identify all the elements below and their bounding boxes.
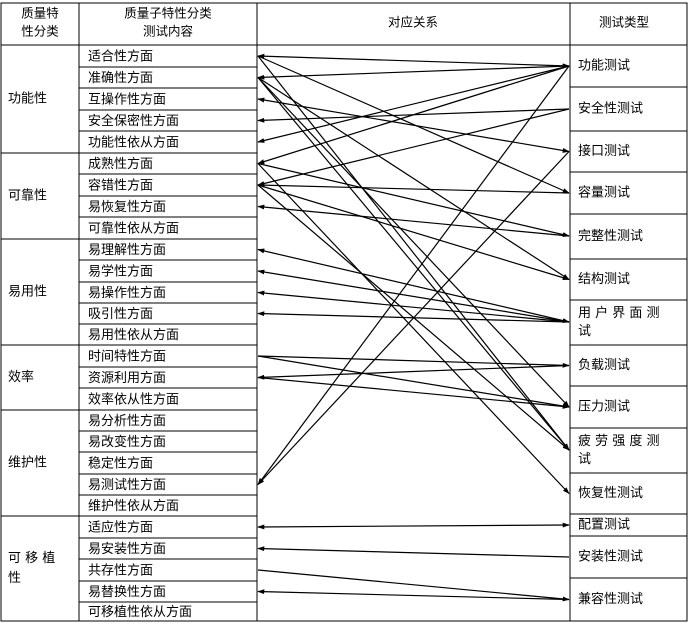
relation-arrow bbox=[257, 522, 570, 530]
relation-arrow bbox=[257, 248, 570, 323]
test-type-label: 压力测试 bbox=[578, 400, 630, 415]
category-label: 可 移 植 bbox=[8, 551, 55, 566]
subitem-label: 维护性依从方面 bbox=[88, 498, 179, 514]
category-label: 效率 bbox=[8, 369, 34, 385]
subitem-label: 功能性依从方面 bbox=[88, 135, 179, 151]
test-type-label: 配置测试 bbox=[578, 518, 630, 533]
test-type-label: 试 bbox=[578, 452, 591, 467]
subitem-label: 效率依从性方面 bbox=[88, 392, 179, 408]
subitem-label: 易用性依从方面 bbox=[88, 327, 179, 343]
subitem-column: 适合性方面准确性方面互操作性方面安全保密性方面功能性依从方面成熟性方面容错性方面… bbox=[88, 49, 192, 621]
subitem-label: 可移植性依从方面 bbox=[88, 604, 192, 620]
table-header: 质量特 性分类 质量子特性分类 测试内容 对应关系 测试类型 bbox=[21, 6, 649, 39]
header-col2-line1: 质量子特性分类 bbox=[124, 6, 212, 21]
relation-arrow bbox=[257, 364, 570, 380]
header-col2-line2: 测试内容 bbox=[143, 24, 193, 39]
subitem-label: 成熟性方面 bbox=[88, 156, 153, 172]
subitem-label: 易理解性方面 bbox=[88, 242, 166, 258]
test-type-label: 安全性测试 bbox=[578, 101, 643, 117]
category-label: 维护性 bbox=[8, 456, 47, 471]
subitem-label: 易测试性方面 bbox=[88, 477, 166, 493]
subitem-label: 互操作性方面 bbox=[88, 92, 166, 108]
test-type-label: 试 bbox=[578, 324, 591, 339]
relation-arrow bbox=[257, 546, 570, 558]
header-col4: 测试类型 bbox=[599, 15, 649, 30]
relation-arrow bbox=[257, 269, 570, 323]
subitem-label: 容错性方面 bbox=[88, 178, 153, 194]
relation-arrows bbox=[257, 53, 570, 602]
relation-arrow bbox=[257, 77, 570, 451]
test-type-label: 安装性测试 bbox=[578, 550, 643, 565]
subitem-label: 易安装性方面 bbox=[88, 541, 166, 557]
subitem-label: 安全保密性方面 bbox=[88, 113, 179, 129]
subitem-label: 易分析性方面 bbox=[88, 413, 166, 429]
relation-arrow bbox=[257, 97, 570, 153]
relation-arrow bbox=[257, 65, 570, 486]
subitem-label: 资源利用方面 bbox=[88, 370, 166, 386]
relation-arrow bbox=[257, 55, 570, 194]
relation-arrow bbox=[257, 162, 570, 237]
subitem-label: 易学性方面 bbox=[88, 264, 153, 280]
subitem-label: 吸引性方面 bbox=[88, 306, 153, 322]
relation-arrow bbox=[257, 355, 570, 409]
category-label: 易用性 bbox=[8, 285, 47, 300]
header-col3: 对应关系 bbox=[388, 15, 438, 30]
relation-arrow bbox=[257, 65, 570, 143]
relation-arrow bbox=[257, 204, 570, 237]
subitem-label: 易替换性方面 bbox=[88, 584, 166, 600]
test-type-label: 兼容性测试 bbox=[578, 591, 643, 607]
test-type-label: 疲 劳 强 度 测 bbox=[578, 433, 660, 449]
header-col1-line2: 性分类 bbox=[21, 24, 59, 39]
test-type-label: 容量测试 bbox=[578, 185, 630, 201]
relation-arrow bbox=[257, 163, 570, 495]
subitem-label: 可靠性依从方面 bbox=[88, 221, 179, 237]
category-label: 功能性 bbox=[8, 92, 47, 107]
subitem-label: 共存性方面 bbox=[88, 563, 153, 579]
subitem-label: 易恢复性方面 bbox=[88, 199, 166, 215]
test-type-label: 结构测试 bbox=[578, 272, 630, 287]
subitem-label: 适应性方面 bbox=[88, 520, 153, 536]
test-type-label: 接口测试 bbox=[578, 143, 630, 159]
test-type-label: 完整性测试 bbox=[578, 229, 643, 244]
header-col1-line1: 质量特 bbox=[21, 6, 59, 21]
relation-arrow bbox=[257, 589, 570, 601]
test-type-label: 功能测试 bbox=[578, 59, 630, 74]
relation-arrow bbox=[257, 290, 570, 323]
relation-arrow bbox=[257, 182, 570, 194]
subitem-label: 易操作性方面 bbox=[88, 285, 166, 301]
category-label: 性 bbox=[8, 571, 21, 586]
relation-arrow bbox=[257, 108, 570, 186]
test-type-label: 用 户 界 面 测 bbox=[578, 305, 660, 321]
relation-arrow bbox=[257, 76, 570, 281]
subitem-label: 适合性方面 bbox=[88, 49, 153, 65]
table-grid bbox=[1, 3, 687, 621]
test-type-label: 恢复性测试 bbox=[578, 486, 643, 501]
relation-arrow bbox=[257, 355, 570, 368]
category-label: 可靠性 bbox=[8, 189, 47, 204]
relation-arrow bbox=[257, 569, 570, 602]
relation-arrow bbox=[257, 108, 570, 123]
test-type-label: 负载测试 bbox=[578, 358, 630, 373]
relation-arrow bbox=[257, 63, 570, 80]
subitem-label: 稳定性方面 bbox=[88, 456, 153, 472]
relation-arrow bbox=[257, 376, 570, 409]
subitem-label: 时间特性方面 bbox=[88, 349, 166, 365]
subitem-label: 准确性方面 bbox=[88, 70, 153, 86]
subitem-label: 易改变性方面 bbox=[88, 434, 166, 450]
relation-arrow bbox=[257, 53, 570, 69]
relation-arrow bbox=[257, 77, 570, 408]
relation-arrow bbox=[257, 151, 570, 486]
